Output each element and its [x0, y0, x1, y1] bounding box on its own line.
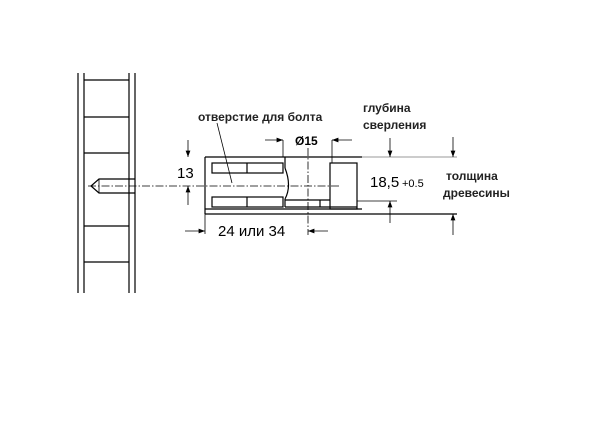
drill-depth-label-line1: глубина: [363, 101, 411, 115]
diameter-dimension: Ø15: [295, 134, 318, 148]
wood-thickness-label-line1: толщина: [446, 169, 498, 183]
depth-tolerance: +0.5: [402, 178, 424, 190]
side-panel: [77, 73, 136, 293]
wood-thickness-label-line2: древесины: [443, 186, 510, 200]
bolt-hole-label: отверстие для болта: [198, 110, 323, 124]
connector-body: [204, 156, 457, 215]
length-dimension: 24 или 34: [218, 223, 285, 240]
bolt-hole-leader: [216, 122, 233, 184]
depth-dimension: 18,5: [370, 174, 399, 191]
dimension-arrows: [185, 137, 456, 235]
height-dimension: 13: [177, 165, 194, 182]
drill-depth-label-line2: сверления: [363, 118, 426, 132]
